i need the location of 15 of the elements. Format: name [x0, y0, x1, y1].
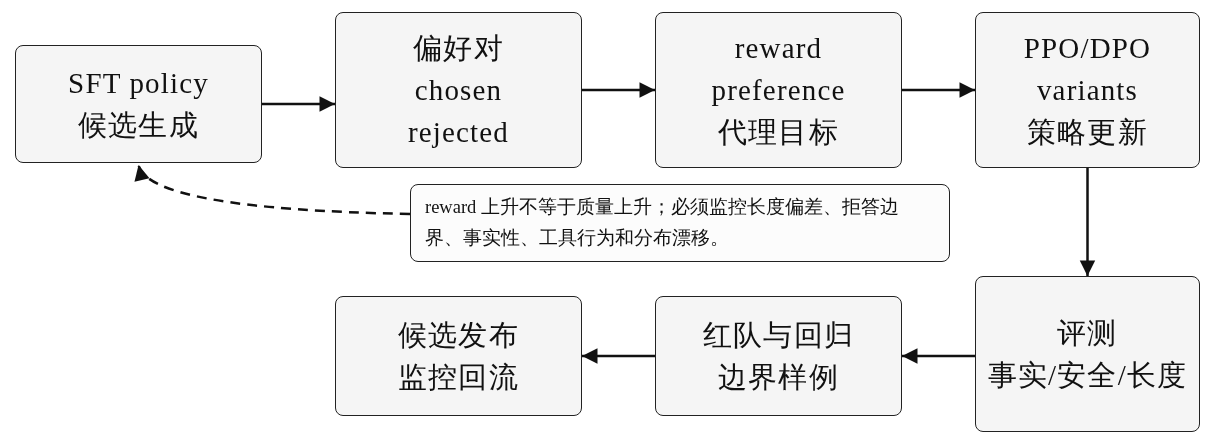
- arrow: [902, 348, 975, 364]
- process-box: 评测 事实/安全/长度: [975, 276, 1200, 432]
- arrow: [1079, 168, 1096, 276]
- arrow: [582, 348, 655, 364]
- process-box: reward preference 代理目标: [655, 12, 902, 168]
- process-box: 偏好对 chosen rejected: [335, 12, 582, 168]
- process-box: PPO/DPO variants 策略更新: [975, 12, 1200, 168]
- arrow: [902, 82, 975, 98]
- process-box: 候选发布 监控回流: [335, 296, 582, 416]
- dashed-arrow: [137, 164, 411, 216]
- note-callout: reward 上升不等于质量上升；必须监控长度偏差、拒答边界、事实性、工具行为和分布漂移。: [410, 184, 950, 262]
- arrow: [582, 82, 655, 98]
- process-box: 红队与回归 边界样例: [655, 296, 902, 416]
- arrow: [262, 96, 335, 112]
- process-box: SFT policy 候选生成: [15, 45, 262, 163]
